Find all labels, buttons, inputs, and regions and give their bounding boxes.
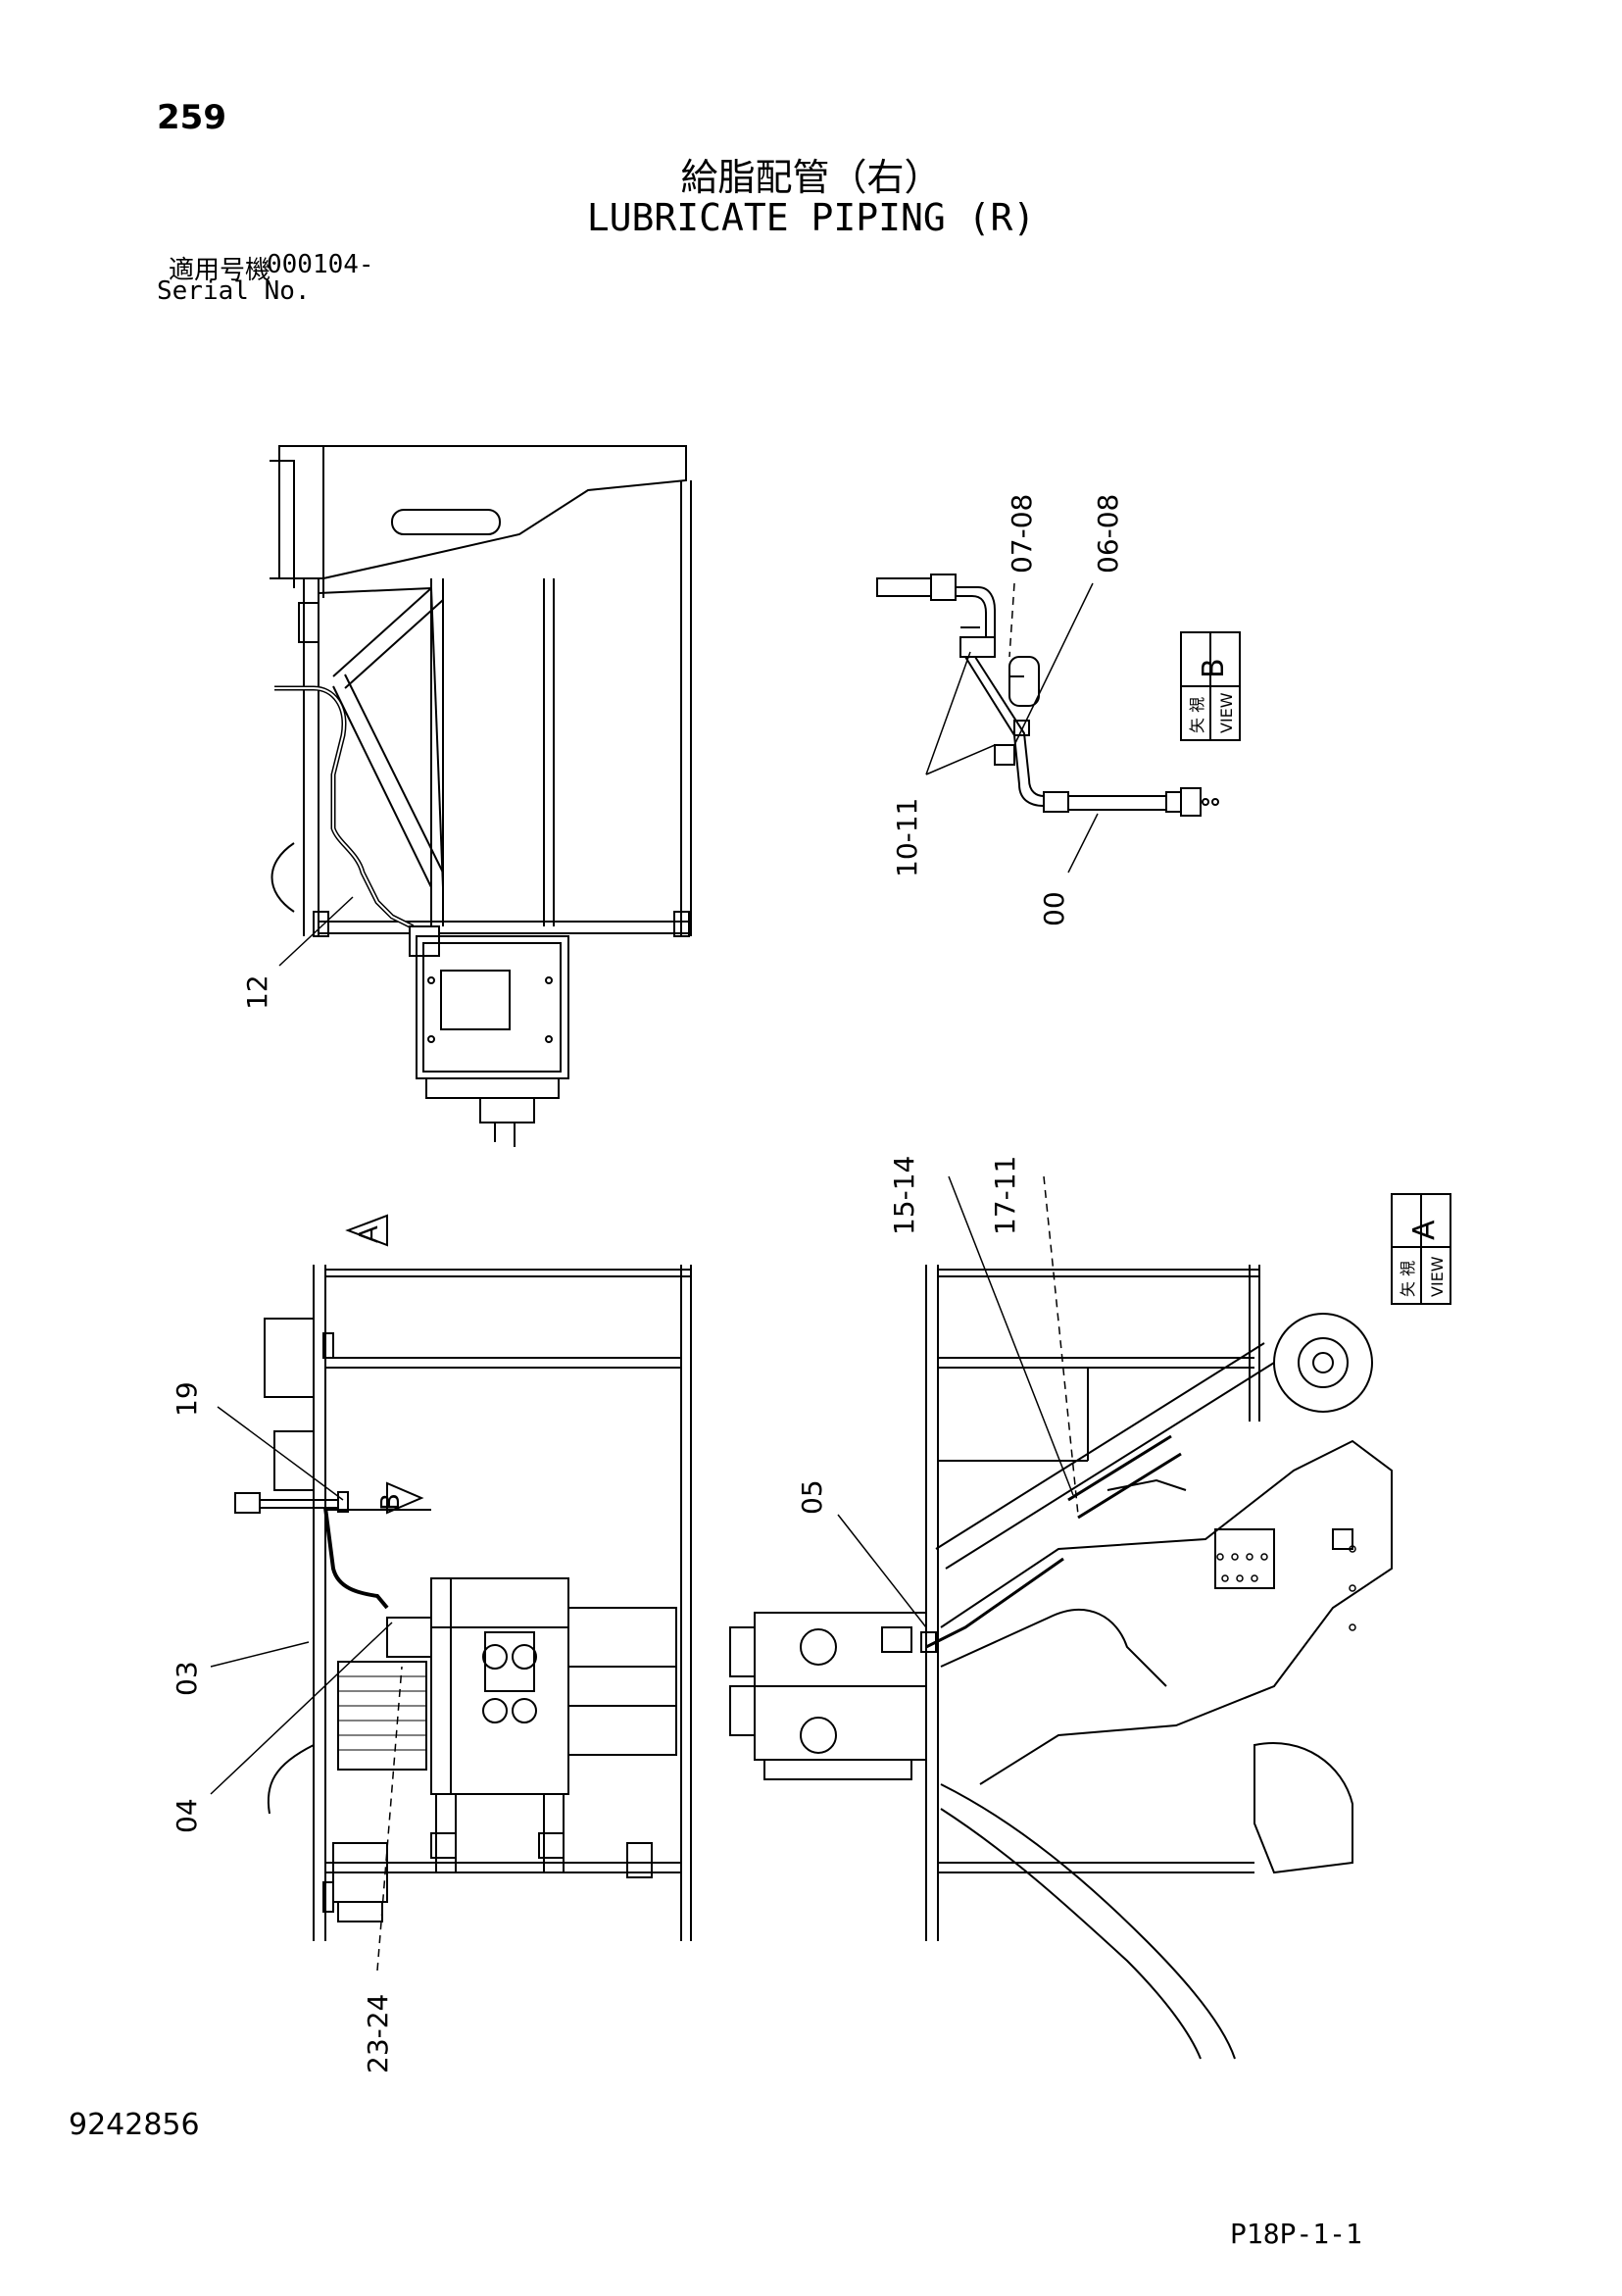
top-left-frame-view	[270, 445, 692, 1147]
callout-12: 12	[241, 974, 273, 1010]
view-a-label-box	[1391, 1193, 1451, 1305]
view-a-jp: 矢 視	[1399, 1261, 1417, 1297]
callout-23-24: 23-24	[362, 1994, 394, 2073]
callout-03: 03	[171, 1661, 203, 1696]
bottom-right-frame-view	[729, 1265, 1393, 2060]
serial-number: 000104-	[267, 250, 374, 279]
leader-lines	[210, 582, 1099, 1972]
document-number: 9242856	[69, 2108, 200, 2142]
callout-04: 04	[171, 1798, 203, 1833]
view-a-en: VIEW	[1428, 1256, 1447, 1297]
bottom-left-frame-view	[234, 1214, 692, 1941]
callout-00: 00	[1038, 891, 1070, 926]
serial-label-japanese: 適用号機	[169, 256, 271, 285]
callout-06-08: 06-08	[1092, 494, 1124, 574]
arrow-a-letter: A	[355, 1225, 384, 1243]
callout-05: 05	[796, 1479, 828, 1515]
title-japanese: 給脂配管（右）	[680, 156, 942, 199]
view-b-jp: 矢 視	[1188, 697, 1206, 733]
serial-label-english: Serial No.	[157, 276, 311, 306]
page-code: P18P-1-1	[1230, 2218, 1362, 2250]
view-b-piping-detail	[876, 574, 1219, 817]
arrow-b-letter: B	[376, 1493, 406, 1511]
view-b-letter: B	[1197, 658, 1231, 678]
view-a-letter: A	[1407, 1220, 1442, 1240]
callout-07-08: 07-08	[1006, 494, 1038, 574]
page-number: 259	[157, 98, 226, 137]
title-english: LUBRICATE PIPING (R)	[586, 196, 1036, 239]
callout-17-11: 17-11	[989, 1156, 1021, 1235]
callout-19: 19	[171, 1381, 203, 1417]
view-b-label-box	[1180, 631, 1241, 741]
callout-15-14: 15-14	[888, 1156, 920, 1235]
callout-10-11: 10-11	[891, 798, 923, 877]
view-b-en: VIEW	[1217, 692, 1236, 733]
